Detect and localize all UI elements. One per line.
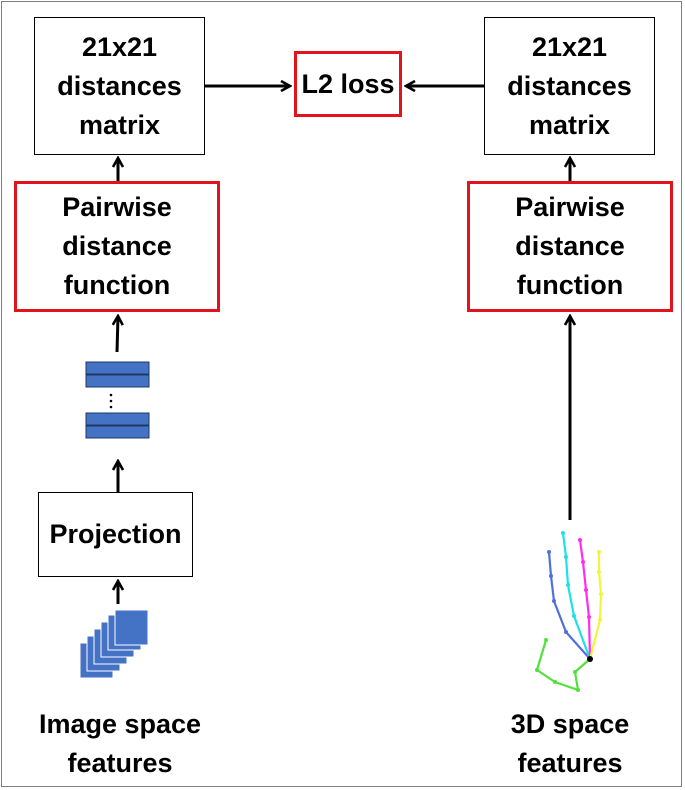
- arrow-vectors-to-left-pairwise: [117, 316, 118, 353]
- right-pairwise-line-3: function: [516, 270, 624, 300]
- left-distance-matrix-box: 21x21 distances matrix: [34, 17, 205, 155]
- right-distance-matrix-box: 21x21 distances matrix: [484, 17, 655, 155]
- right-pairwise-line-1: Pairwise: [515, 192, 625, 222]
- left-pairwise-line-3: function: [63, 270, 171, 300]
- left-pairwise-line-1: Pairwise: [62, 192, 172, 222]
- projection-label: Projection: [49, 519, 182, 549]
- l2-loss-label: L2 loss: [301, 68, 395, 99]
- left-pairwise-line-2: distance: [62, 231, 172, 261]
- hand-skeleton-icon: [535, 531, 603, 692]
- right-matrix-line-3: matrix: [528, 109, 611, 140]
- right-caption: 3D space features: [470, 705, 670, 783]
- left-matrix-line-1: 21x21: [81, 31, 158, 62]
- feature-vector-stack-icon: [85, 361, 150, 439]
- right-pairwise-line-2: distance: [515, 231, 625, 261]
- left-pairwise-distance-box: Pairwise distance function: [14, 181, 220, 312]
- left-caption: Image space features: [10, 705, 230, 783]
- left-matrix-line-2: distances: [57, 70, 182, 101]
- left-caption-line-1: Image space: [38, 709, 202, 739]
- right-caption-line-2: features: [517, 748, 623, 778]
- right-pairwise-distance-box: Pairwise distance function: [467, 181, 673, 312]
- l2-loss-box: L2 loss: [294, 51, 402, 117]
- left-caption-line-2: features: [67, 748, 173, 778]
- right-matrix-line-2: distances: [507, 70, 632, 101]
- right-caption-line-1: 3D space: [510, 709, 630, 739]
- right-matrix-line-1: 21x21: [531, 31, 608, 62]
- left-matrix-line-3: matrix: [78, 109, 161, 140]
- feature-maps-stack-icon: [79, 609, 149, 679]
- projection-box: Projection: [38, 492, 193, 577]
